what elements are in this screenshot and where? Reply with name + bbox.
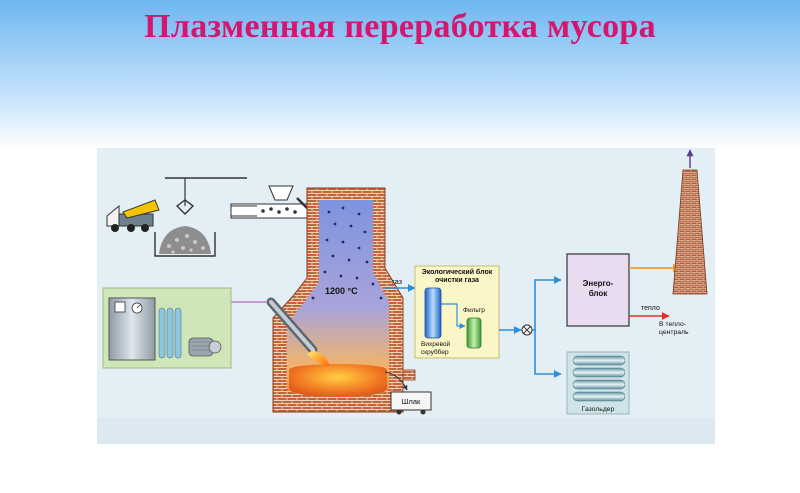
dump-truck-icon <box>106 199 160 232</box>
energy-block: Энерго- блок <box>566 253 630 327</box>
motor-icon <box>188 337 222 357</box>
energy-block-label-line2: блок <box>589 289 609 298</box>
slag-label: Шлак <box>402 397 421 406</box>
pipe-to-gasholder <box>532 329 562 378</box>
heat-destination-line2: централь <box>659 329 689 336</box>
gas-label: газ <box>392 277 403 286</box>
filter-label: Фильтр <box>463 307 485 314</box>
power-supply-unit <box>102 287 232 369</box>
energy-block-label-line1: Энерго- <box>583 279 614 288</box>
valve-icon <box>521 324 533 336</box>
temperature-label: 1200 °C <box>325 286 358 296</box>
heat-label: тепло <box>641 305 660 312</box>
page-title: Плазменная переработка мусора <box>144 8 656 45</box>
waste-bunker <box>154 226 216 257</box>
gasholder: Газольдер <box>566 351 630 415</box>
scrubber-label-line2: скруббер <box>421 348 449 356</box>
heat-destination-line1: В тепло- <box>659 321 686 328</box>
plasma-processing-diagram: 1200 °C Шлак газ Экологический блок очис… <box>97 148 715 444</box>
scrubber-label-line1: Вихревой <box>421 340 450 348</box>
filter-cylinder <box>466 317 482 349</box>
slag-arrow <box>384 371 408 391</box>
chimney <box>672 149 708 295</box>
eco-block-title-line2: очистки газа <box>435 277 479 284</box>
gasholder-label: Газольдер <box>582 406 615 413</box>
slag-cart: Шлак <box>390 391 432 415</box>
vortex-scrubber <box>424 287 442 339</box>
eco-cleaning-block: Экологический блок очистки газа Вихревой… <box>414 265 500 359</box>
plasma-torch-icon <box>266 297 329 366</box>
feed-conveyor <box>230 185 312 219</box>
eco-block-title-line1: Экологический блок <box>422 268 493 276</box>
crane-grab <box>165 177 247 215</box>
